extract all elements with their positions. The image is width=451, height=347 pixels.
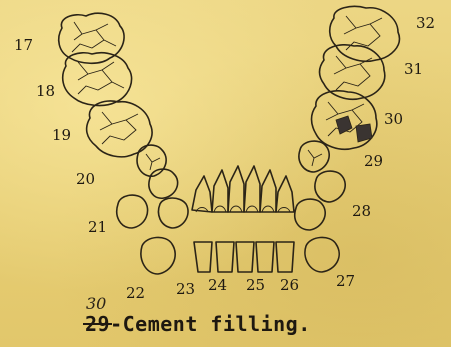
tooth-32: [330, 6, 400, 61]
struck-figure-number: 29: [85, 312, 110, 336]
caption-text: -Cement filling.: [110, 312, 311, 336]
label-26: 26: [280, 276, 299, 294]
tooth-29: [299, 141, 329, 172]
label-28: 28: [352, 202, 371, 220]
label-24: 24: [208, 276, 227, 294]
tooth-30: [312, 91, 377, 149]
label-17: 17: [14, 36, 33, 54]
label-27: 27: [336, 272, 355, 290]
tooth-18: [63, 53, 132, 106]
label-31: 31: [404, 60, 423, 78]
label-30: 30: [384, 110, 403, 128]
tooth-21: [149, 169, 178, 198]
label-21: 21: [88, 218, 107, 236]
label-19: 19: [52, 126, 71, 144]
anterior-teeth-upper: [192, 166, 294, 212]
label-23: 23: [176, 280, 195, 298]
figure-caption: 29-Cement filling.: [85, 312, 311, 336]
tooth-31: [320, 45, 385, 99]
anterior-teeth-lower: [194, 242, 294, 272]
tooth-22: [117, 195, 188, 274]
tooth-28: [315, 171, 345, 202]
label-18: 18: [36, 82, 55, 100]
label-20: 20: [76, 170, 95, 188]
label-22: 22: [126, 284, 145, 302]
cement-filling-mark: [336, 116, 352, 134]
label-29: 29: [364, 152, 383, 170]
handwritten-correction: 30: [86, 294, 106, 313]
label-25: 25: [246, 276, 265, 294]
tooth-27: [295, 199, 339, 272]
label-32: 32: [416, 14, 435, 32]
